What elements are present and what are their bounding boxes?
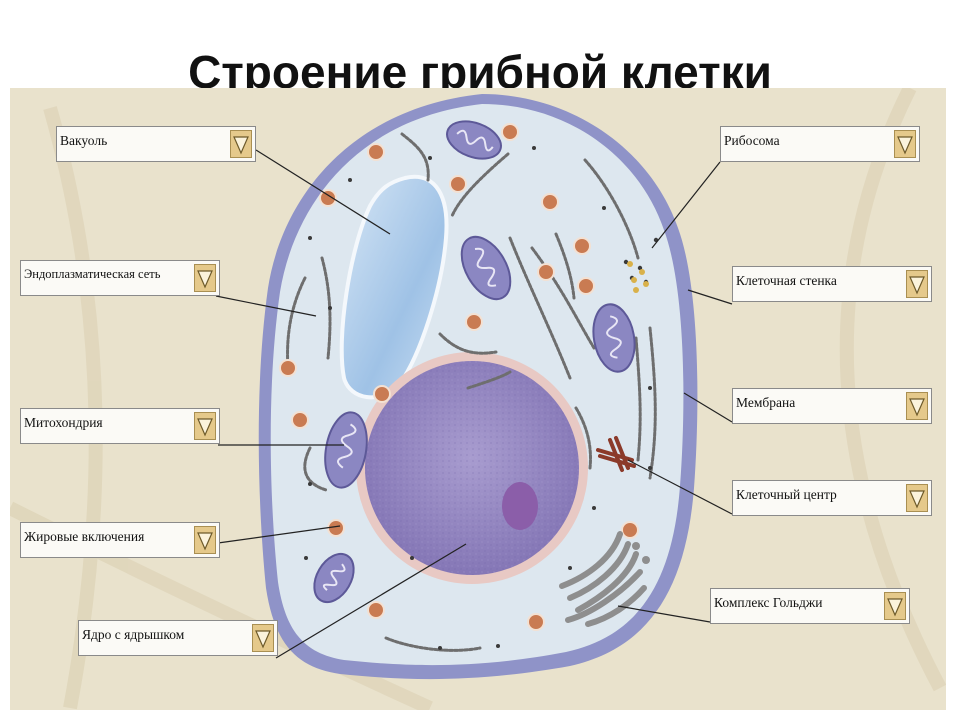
label-fat: Жировые включения	[20, 522, 220, 558]
mitochondrion	[460, 235, 512, 301]
mitochondria-dropdown-button[interactable]	[194, 412, 216, 440]
label-ribosome: Рибосома	[720, 126, 920, 162]
label-membrane: Мембрана	[732, 388, 932, 424]
nucleus-dropdown-button[interactable]	[252, 624, 274, 652]
label-cell-wall: Клеточная стенка	[732, 266, 932, 302]
er-dropdown-button[interactable]	[194, 264, 216, 292]
label-nucleus: Ядро с ядрышком	[78, 620, 278, 656]
label-mitochondria: Митохондрия	[20, 408, 220, 444]
triangle-down-icon	[233, 136, 249, 155]
endoplasmic-reticulum	[286, 132, 657, 652]
triangle-down-icon	[909, 398, 925, 417]
label-text: Вакуоль	[60, 133, 108, 148]
label-text: Жировые включения	[24, 529, 145, 544]
triangle-down-icon	[197, 418, 213, 437]
label-text: Ядро с ядрышком	[82, 627, 185, 642]
triangle-down-icon	[887, 598, 903, 617]
triangle-down-icon	[255, 630, 271, 649]
mitochondrion	[592, 303, 636, 373]
leader-lines	[215, 149, 733, 659]
mitochondria-group	[313, 120, 636, 604]
label-text: Клеточный центр	[736, 487, 837, 502]
centrosome-dropdown-button[interactable]	[906, 484, 928, 512]
label-text: Комплекс Гольджи	[714, 595, 823, 610]
vacuole-dropdown-button[interactable]	[230, 130, 252, 158]
fat-droplets	[279, 123, 639, 631]
label-golgi: Комплекс Гольджи	[710, 588, 910, 624]
mitochondrion	[324, 411, 368, 489]
triangle-down-icon	[197, 270, 213, 289]
label-text: Клеточная стенка	[736, 273, 837, 288]
triangle-down-icon	[909, 490, 925, 509]
triangle-down-icon	[897, 136, 913, 155]
label-text: Мембрана	[736, 395, 796, 410]
diagram-panel: Вакуоль Эндоплазматическая сеть Митохонд…	[10, 88, 946, 710]
fat-dropdown-button[interactable]	[194, 526, 216, 554]
ribosome-dropdown-button[interactable]	[894, 130, 916, 158]
golgi-dropdown-button[interactable]	[884, 592, 906, 620]
cell-wall-dropdown-button[interactable]	[906, 270, 928, 298]
mitochondrion	[446, 120, 502, 160]
centrosome	[596, 436, 636, 472]
triangle-down-icon	[197, 532, 213, 551]
golgi-apparatus	[559, 531, 650, 627]
label-er: Эндоплазматическая сеть	[20, 260, 220, 296]
mitochondrion	[313, 552, 355, 604]
label-vacuole: Вакуоль	[56, 126, 256, 162]
ribosome-cluster	[627, 261, 649, 293]
membrane-dropdown-button[interactable]	[906, 392, 928, 420]
nucleolus	[502, 482, 538, 530]
label-text: Митохондрия	[24, 415, 103, 430]
triangle-down-icon	[909, 276, 925, 295]
label-centrosome: Клеточный центр	[732, 480, 932, 516]
label-text: Рибосома	[724, 133, 780, 148]
label-text: Эндоплазматическая сеть	[24, 267, 161, 281]
